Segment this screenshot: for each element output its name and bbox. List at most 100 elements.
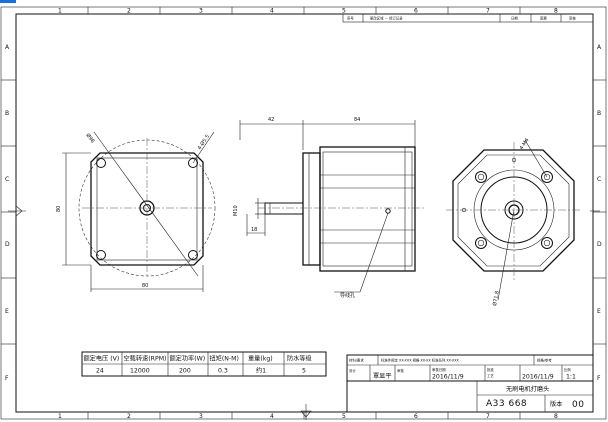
grid-right-F: F [597,375,601,382]
tb-spec-ref: 规格/参考 [537,358,552,363]
grid-top-2: 2 [127,8,131,15]
rev-header-review: 审核 [569,16,576,21]
rear-view: 4-M4 Ø71.8 [446,137,582,306]
grid-left-A: A [5,44,10,51]
rear-hole-tl-inner [477,173,485,181]
side-flange [302,152,321,266]
front-mount-hole-tl [96,158,106,168]
dim-front-width: 80 [142,283,148,289]
front-view: Ø96 4-Ø5.5 80 80 [56,131,216,292]
rev-header-date: 日期 [511,16,518,21]
grid-top-8: 8 [554,8,558,15]
dim-shaft-dia: M10 [233,205,239,216]
grid-top-7: 7 [486,8,490,15]
grid-right-D: D [597,241,602,248]
spec-value-waterproof: 5 [302,368,306,375]
bottom-grid: 1 2 3 4 5 6 7 8 [58,412,558,420]
grid-bottom-7: 7 [486,413,490,420]
side-wire-hole [385,208,391,214]
front-flange [90,152,204,266]
rear-hole-br-outer [541,237,553,249]
dim-side-len-left: 42 [268,117,274,123]
rear-hole-bl-outer [475,237,487,249]
tb-designer-label: 设计 [349,368,356,373]
rev-header-area: 更改区域 — 修订记录 [370,16,403,21]
rear-octagon [452,149,575,272]
dim-front-height: 80 [56,206,62,212]
front-mount-hole-tr [188,158,198,168]
grid-left-C: C [5,176,9,183]
grid-left-D: D [5,241,10,248]
tb-ratio: 1:1 [566,374,576,381]
title-block: 材料/要求 标准件规定 XX-XXX 规格 XX-XX 标准系列 XX-XXX … [346,354,594,413]
rear-hole-br-inner [543,239,551,247]
grid-left-F: F [5,375,9,382]
outer-frame [0,6,607,420]
tb-process-label: 工艺 [487,373,494,378]
tb-date2: 2016/11/9 [522,374,554,381]
tb-version-label: 版本 [550,400,562,408]
tb-version: 00 [572,400,584,410]
revision-block: 序号 更改区域 — 修订记录 日期 签署 审核 [342,13,594,23]
spec-value-torque: 0.3 [218,368,228,375]
dim-callout-label: 导线孔 [340,292,355,299]
front-mount-hole-br [188,250,198,260]
tb-ratio-label: 比例 [564,367,571,372]
grid-left-E: E [5,308,9,315]
grid-bottom-5: 5 [342,413,346,420]
spec-header-weight: 重量(kg) [248,355,273,363]
tb-review-label: 审核 [397,368,404,373]
tb-drawing-no: A33 668 [486,399,527,409]
grid-top-6: 6 [414,8,418,15]
grid-bottom-3: 3 [199,413,203,420]
grid-right-A: A [597,44,602,51]
tb-standard-note: 标准件规定 XX-XXX 规格 XX-XX 标准系列 XX-XXX [381,358,460,363]
rear-hole-bl-inner [477,239,485,247]
grid-bottom-6: 6 [414,413,418,420]
tb-date-label: 审核日期 [432,367,446,372]
dim-side-len-right: 84 [354,117,360,123]
tb-date1: 2016/11/9 [432,374,464,381]
dim-rear-circle: Ø71.8 [491,290,501,306]
centering-marks [8,205,600,420]
tb-approve-label: 批准 [487,367,494,372]
top-grid: 1 2 3 4 5 6 7 8 [58,7,558,15]
grid-top-5: 5 [342,8,346,15]
spec-value-speed: 12000 [130,368,150,375]
side-body [319,146,416,272]
rev-header-no: 序号 [347,16,354,21]
grid-bottom-8: 8 [554,413,558,420]
spec-value-weight: 约1 [256,367,266,375]
grid-top-1: 1 [58,8,62,15]
spec-header-voltage: 额定电压 (V) [84,355,120,363]
side-view: 导线孔 42 84 M10 18 [233,117,425,299]
dim-front-diag: Ø96 [84,132,96,144]
spec-header-speed: 空载转速(RPM) [124,355,167,363]
grid-top-4: 4 [270,8,274,15]
spec-value-voltage: 24 [96,368,104,375]
tb-product-name: 无刷电机打磨头 [506,385,549,393]
grid-bottom-2: 2 [127,413,131,420]
grid-top-3: 3 [199,8,203,15]
rear-hole-tl-outer [475,171,487,183]
spec-table: 额定电压 (V) 空载转速(RPM) 额定功率(W) 扭矩(N-M) 重量(kg… [81,351,327,377]
spec-header-power: 额定功率(W) [170,355,206,363]
spec-header-torque: 扭矩(N-M) [210,355,239,363]
dim-shaft-len: 18 [251,227,257,233]
side-shaft [264,202,304,215]
grid-right-C: C [597,176,601,183]
spec-value-power: 200 [179,368,191,375]
corner-tab [0,0,16,3]
rear-hole-tr-inner [543,173,551,181]
rev-header-sign: 签署 [540,16,547,21]
grid-left-B: B [5,110,9,117]
spec-header-waterproof: 防水等级 [287,355,312,363]
dim-rear-holes: 4-M4 [519,137,531,151]
grid-bottom-1: 1 [58,413,62,420]
side-grid: A B C D E F A B C D E F [1,44,606,382]
tb-designer: 覃显平 [373,373,392,380]
grid-right-B: B [597,110,601,117]
grid-bottom-4: 4 [270,413,274,420]
dim-front-holes: 4-Ø5.5 [196,133,211,151]
